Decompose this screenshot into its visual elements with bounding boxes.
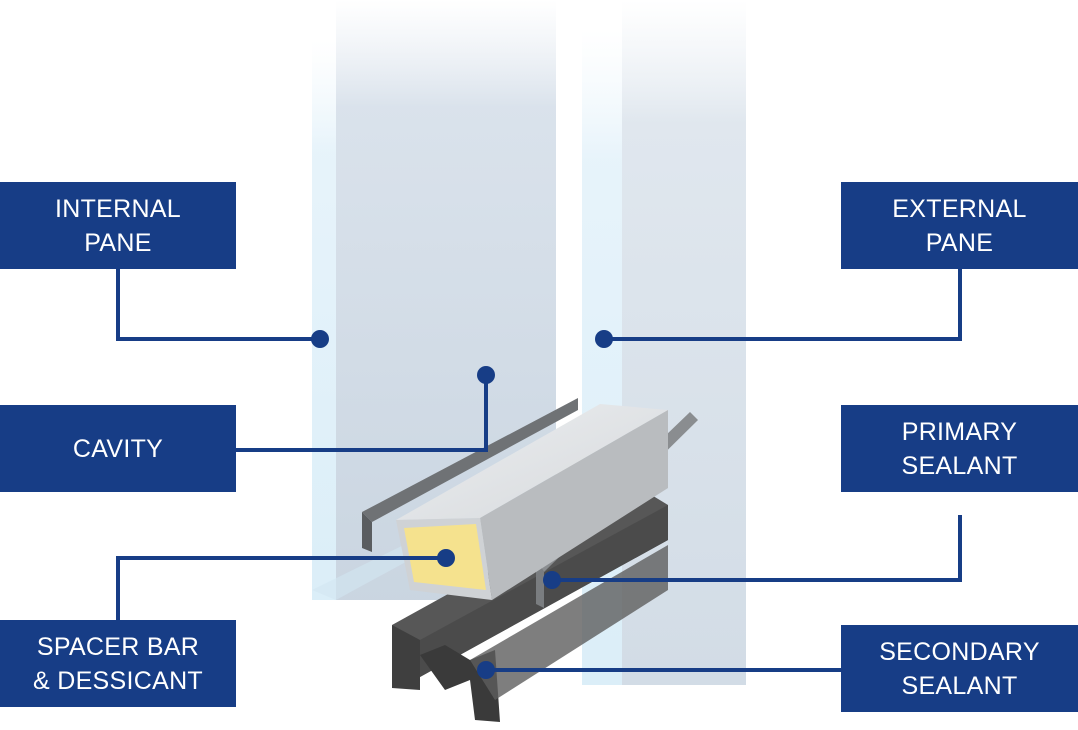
label-primary-sealant: PRIMARY SEALANT	[841, 405, 1078, 492]
label-secondary-sealant-line1: SECONDARY	[879, 637, 1040, 666]
label-cavity: CAVITY	[0, 405, 236, 492]
leader-internal-pane	[116, 269, 320, 341]
label-cavity-line1: CAVITY	[72, 434, 164, 463]
label-spacer-bar-line1: SPACER BAR	[36, 632, 200, 661]
label-external-pane: EXTERNAL PANE	[841, 182, 1078, 269]
leader-external-pane	[604, 269, 962, 341]
dot-secondary-sealant	[477, 661, 495, 679]
label-spacer-bar-line2: & DESSICANT	[33, 666, 203, 695]
label-primary-sealant-line1: PRIMARY	[901, 417, 1018, 446]
leader-primary-sealant	[548, 515, 962, 582]
label-spacer-bar: SPACER BAR & DESSICANT	[0, 620, 236, 707]
leader-spacer-bar	[116, 556, 446, 620]
dot-cavity	[477, 366, 495, 384]
leader-lines	[116, 269, 962, 672]
dot-spacer-bar	[437, 549, 455, 567]
label-secondary-sealant: SECONDARY SEALANT	[841, 625, 1078, 712]
label-internal-pane: INTERNAL PANE	[0, 182, 236, 269]
label-external-pane-line2: PANE	[925, 228, 994, 257]
label-secondary-sealant-line2: SEALANT	[901, 671, 1018, 700]
label-internal-pane-line2: PANE	[84, 228, 152, 257]
label-external-pane-line1: EXTERNAL	[892, 194, 1027, 223]
leader-dots	[311, 330, 613, 679]
label-primary-sealant-line2: SEALANT	[901, 451, 1018, 480]
dot-internal-pane	[311, 330, 329, 348]
leader-cavity	[236, 375, 488, 452]
dot-primary-sealant	[543, 571, 561, 589]
label-internal-pane-line1: INTERNAL	[54, 194, 182, 223]
dot-external-pane	[595, 330, 613, 348]
